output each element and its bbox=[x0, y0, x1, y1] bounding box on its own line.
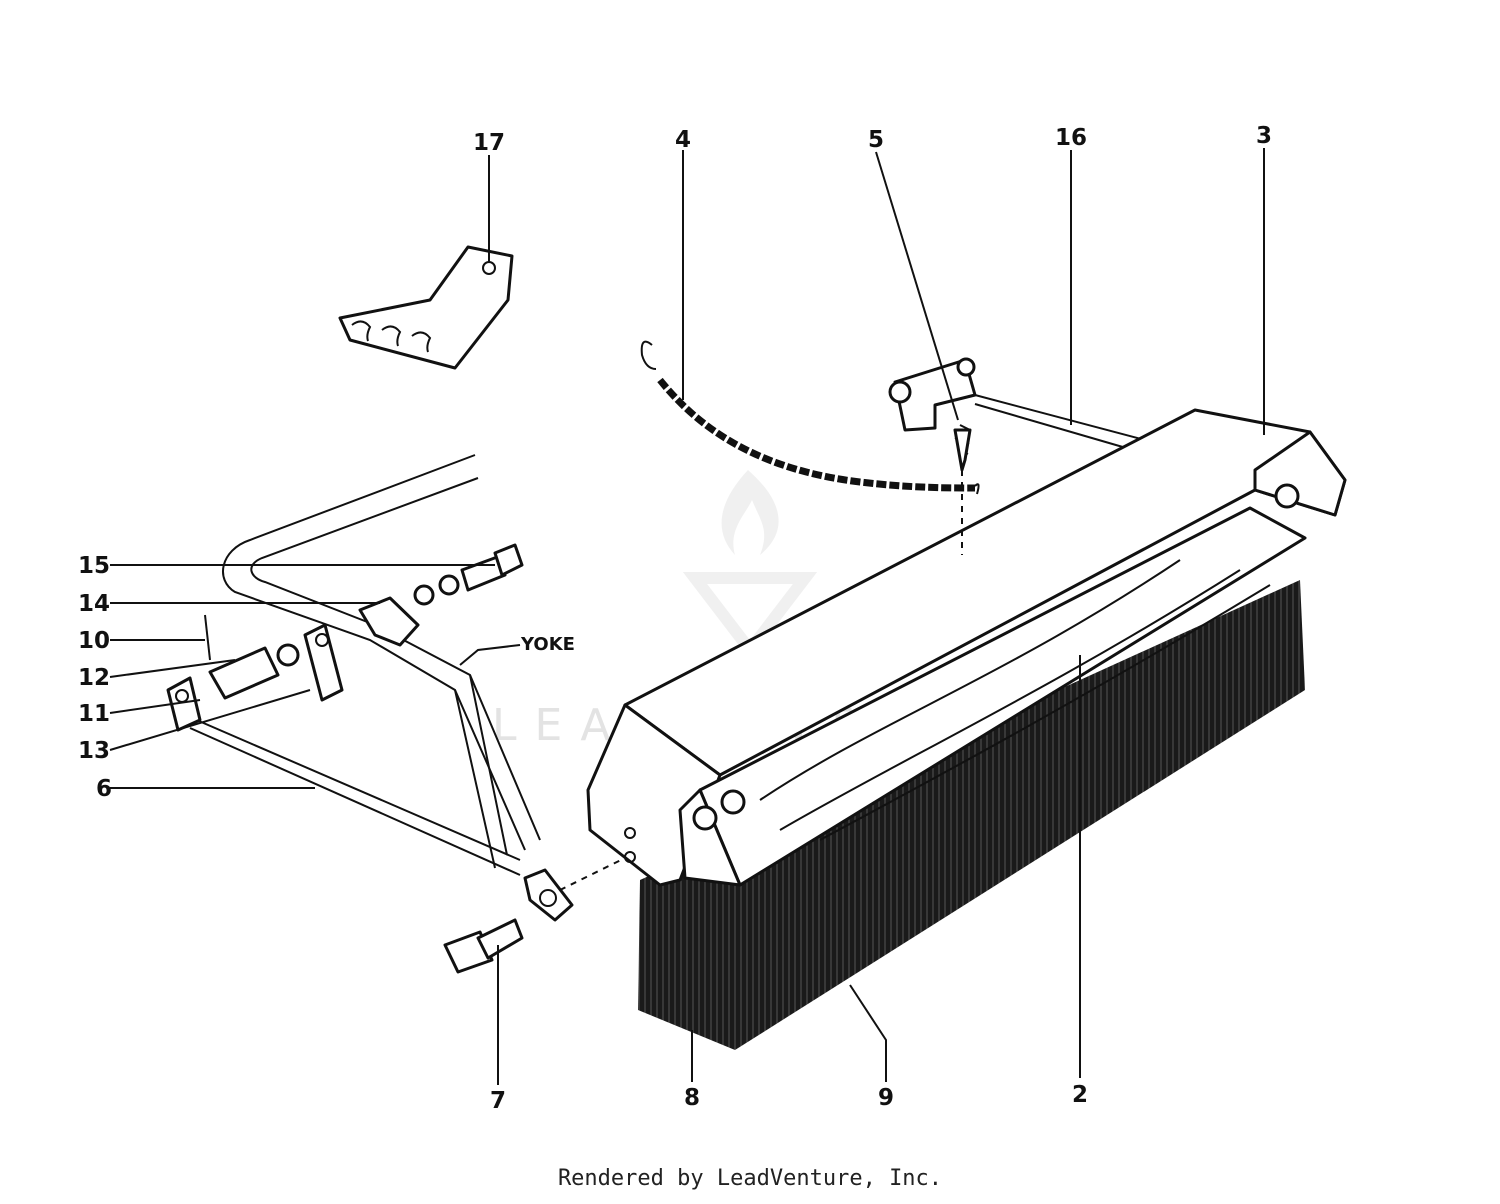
callout-yoke: YOKE bbox=[520, 634, 575, 655]
part-6-rod bbox=[166, 676, 626, 922]
callout-3: 3 bbox=[1256, 123, 1272, 149]
callout-14: 14 bbox=[78, 591, 110, 617]
yoke-frame bbox=[222, 454, 541, 869]
callout-11: 11 bbox=[78, 701, 110, 727]
part-7-bolt bbox=[443, 918, 524, 974]
small-hardware bbox=[204, 543, 524, 702]
footer-credit: Rendered by LeadVenture, Inc. bbox=[557, 1166, 943, 1191]
callout-13: 13 bbox=[78, 738, 110, 764]
part-5-screw bbox=[953, 428, 972, 555]
part-9-brush bbox=[638, 580, 1305, 1050]
callout-17: 17 bbox=[473, 130, 505, 156]
callout-16: 16 bbox=[1055, 125, 1087, 151]
leader-lines bbox=[109, 148, 1265, 1085]
callout-12: 12 bbox=[78, 665, 110, 691]
callout-6: 6 bbox=[96, 776, 112, 802]
callout-8: 8 bbox=[684, 1085, 700, 1111]
callout-15: 15 bbox=[78, 553, 110, 579]
callout-4: 4 bbox=[675, 127, 691, 153]
callout-9: 9 bbox=[878, 1085, 894, 1111]
part-4-chain bbox=[640, 340, 980, 495]
part-17-bracket bbox=[338, 245, 514, 370]
part-16-rod-hinge bbox=[888, 357, 1146, 455]
part-2-wood-block bbox=[678, 506, 1307, 887]
callout-2: 2 bbox=[1072, 1082, 1088, 1108]
callout-10: 10 bbox=[78, 628, 110, 654]
watermark-logo bbox=[682, 470, 818, 660]
callout-7: 7 bbox=[490, 1088, 506, 1114]
callout-5: 5 bbox=[868, 127, 884, 153]
